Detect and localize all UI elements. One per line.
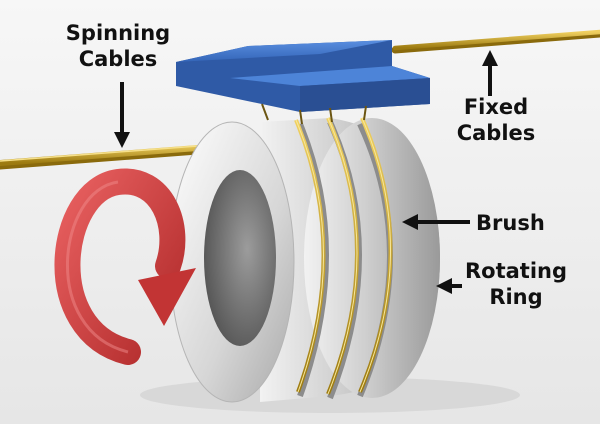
rotating-ring-label-line1: Rotating: [464, 259, 568, 283]
fixed-cables-label-line1: Fixed: [463, 95, 529, 119]
rotation-arrow-icon: [54, 168, 196, 365]
rotating-ring-label-line2: Ring: [489, 285, 543, 310]
ring-bore: [204, 170, 276, 346]
rotating-ring: [169, 117, 440, 403]
spinning-cables-label: Spinning Cables: [52, 20, 184, 73]
rotating-ring-label: Rotating Ring: [456, 258, 576, 311]
fixed-cables-label: Fixed Cables: [450, 94, 542, 147]
fixed-cable: [391, 29, 600, 54]
brush-wires: [294, 117, 393, 395]
spinning-cables-label-line2: Cables: [78, 47, 158, 72]
spinning-cables-label-line1: Spinning: [65, 21, 171, 45]
brush-label: Brush: [476, 211, 545, 235]
brush-block: [176, 40, 430, 125]
fixed-cables-label-line2: Cables: [456, 121, 536, 146]
